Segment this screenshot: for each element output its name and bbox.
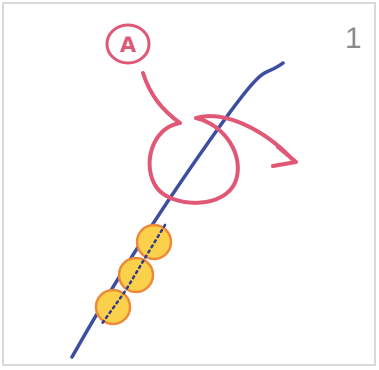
- panel-border: [3, 3, 375, 365]
- label-a: A: [120, 33, 137, 57]
- bead-middle: [119, 258, 153, 292]
- step-number: 1: [345, 22, 362, 55]
